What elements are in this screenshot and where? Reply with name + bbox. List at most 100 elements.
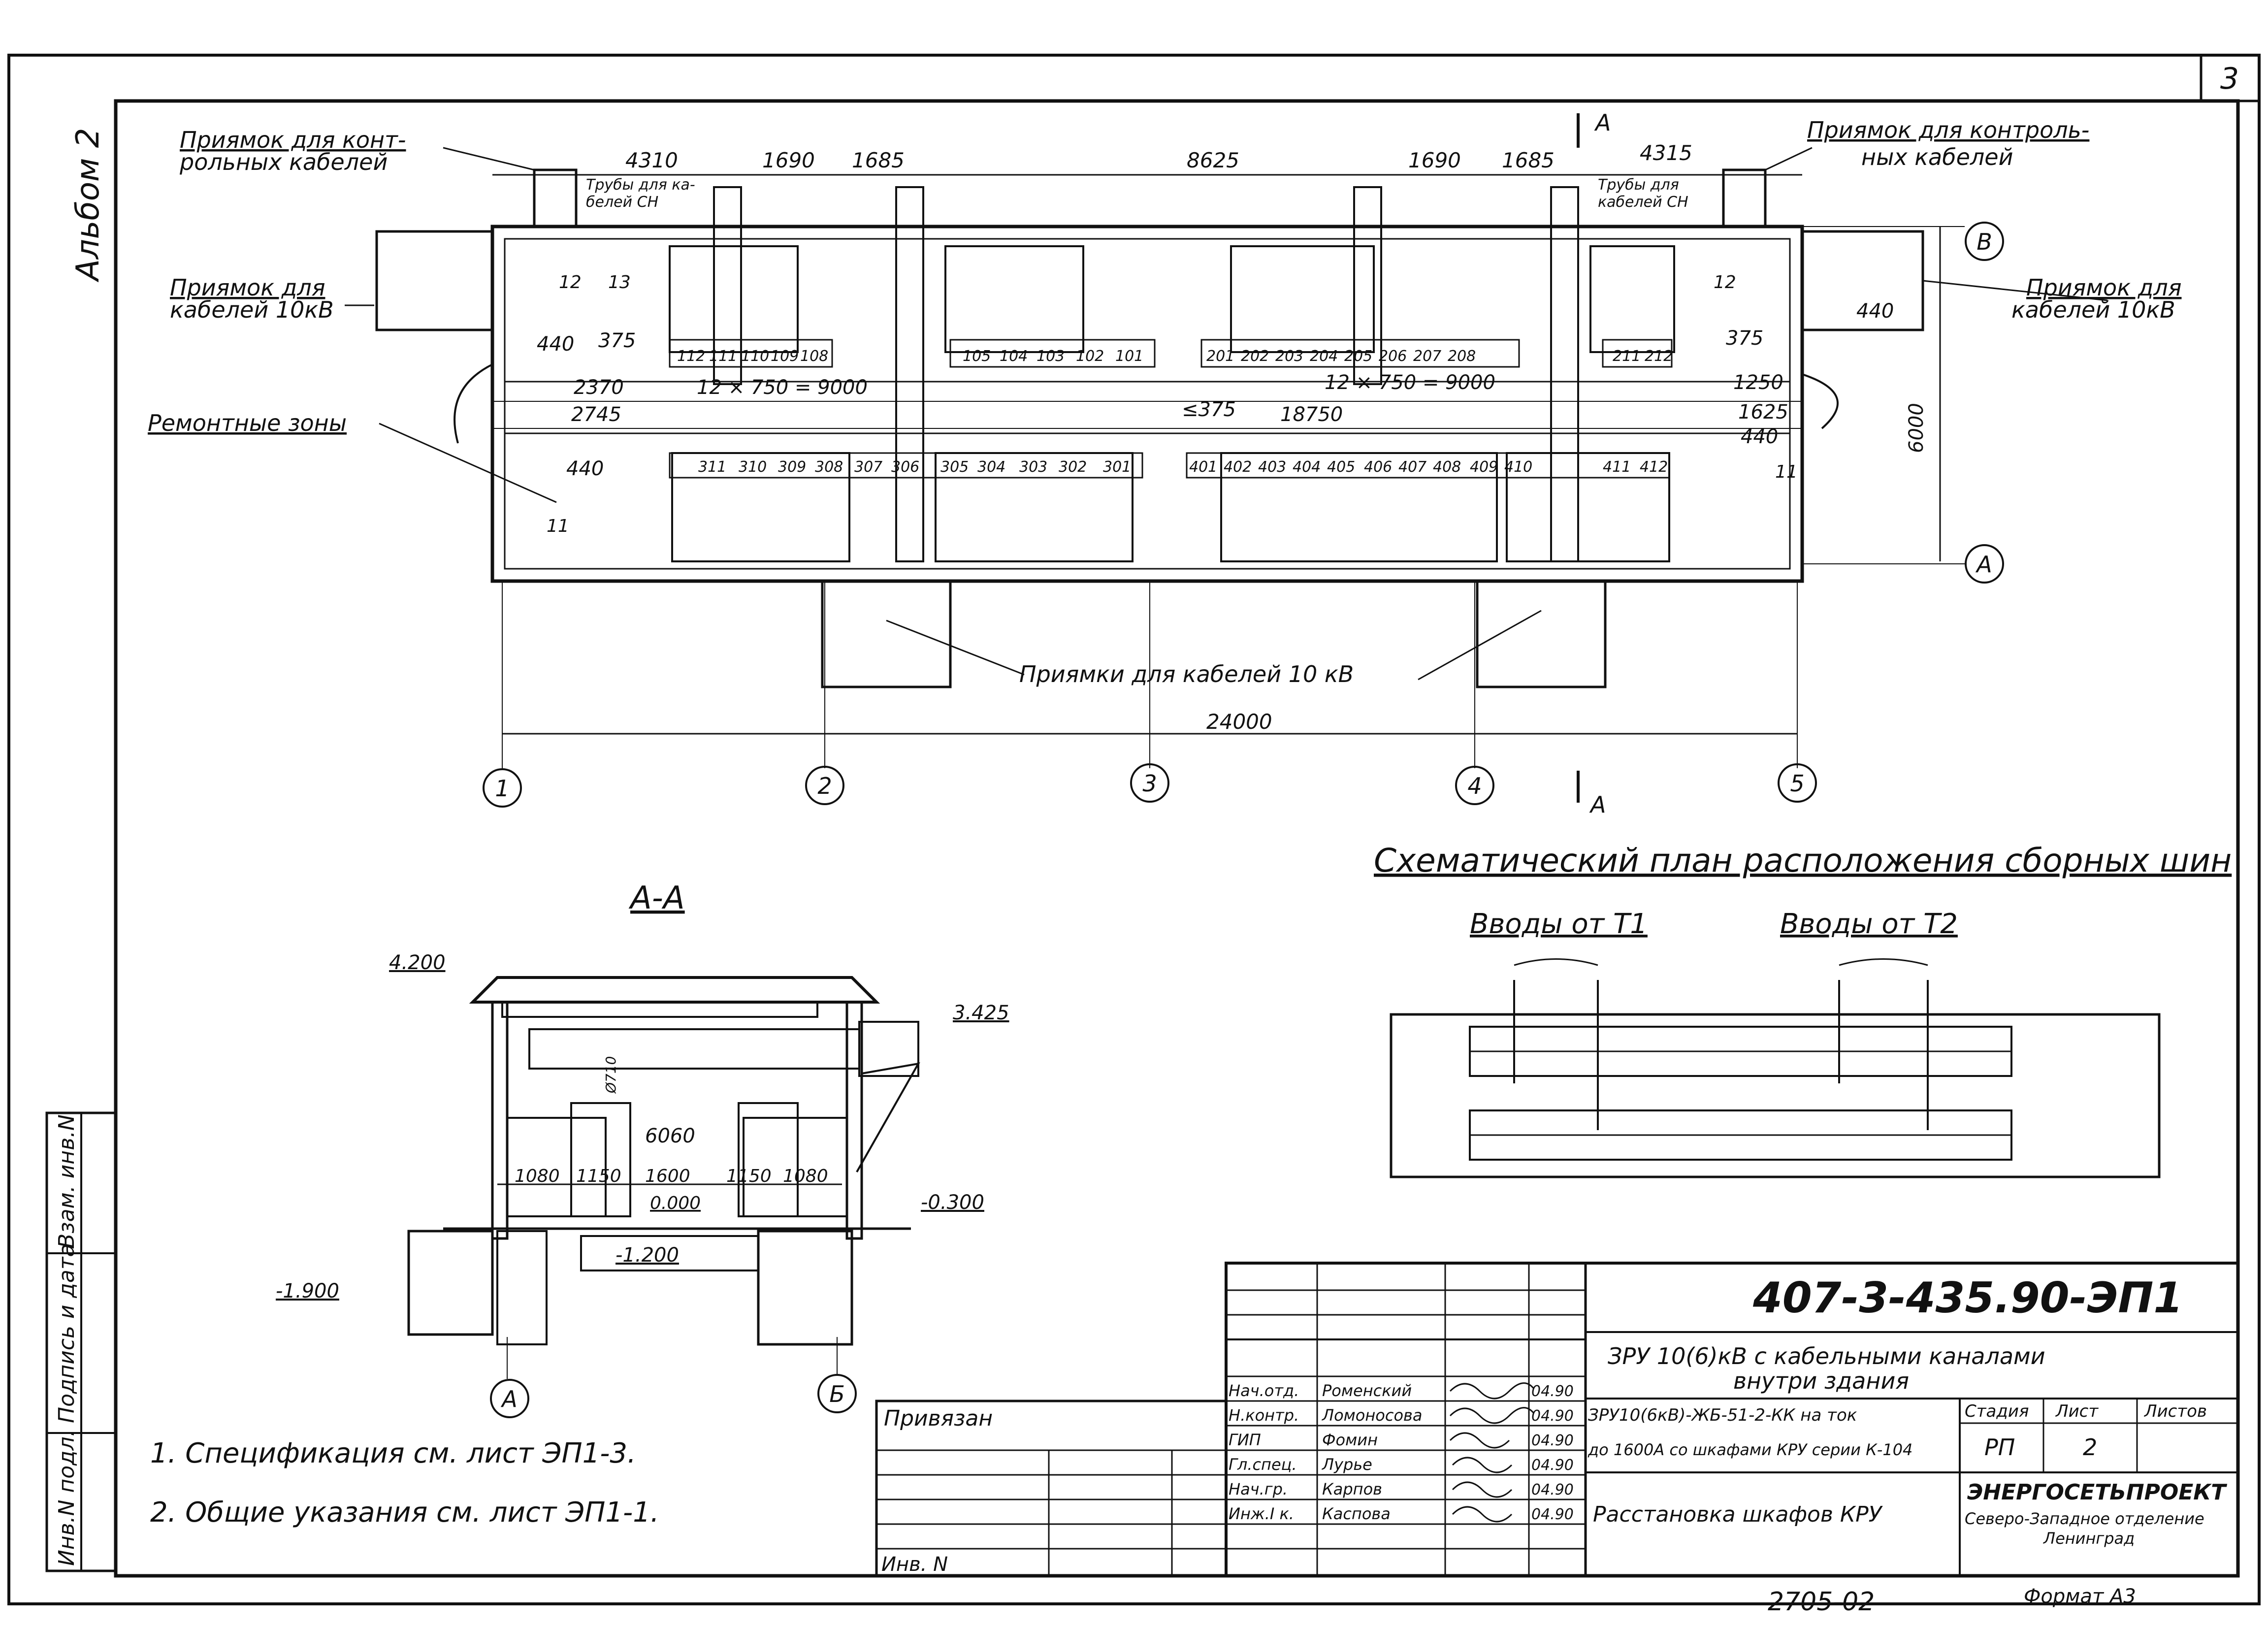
pit-10kv-bottom-left bbox=[821, 580, 952, 688]
axis-5: 5 bbox=[1790, 770, 1804, 797]
signature-3 bbox=[1452, 1457, 1513, 1473]
tb-desc-1: ЗРУ10(6кВ)-ЖБ-51-2-КК на ток bbox=[1588, 1405, 1857, 1425]
cell-103: 103 bbox=[1037, 348, 1065, 365]
stamp-vzam-inv: Взам. инв.N bbox=[54, 1114, 79, 1248]
tb-name-2: Фомин bbox=[1322, 1431, 1378, 1449]
tb-name-4: Карпов bbox=[1322, 1480, 1382, 1498]
tb-sheet: 2 bbox=[2083, 1434, 2097, 1461]
dim-6060: 6060 bbox=[645, 1125, 695, 1147]
section-roof bbox=[469, 976, 880, 1004]
dim-d710: Ø710 bbox=[603, 1056, 619, 1094]
cell-208: 208 bbox=[1448, 348, 1476, 365]
cell-102: 102 bbox=[1076, 348, 1104, 365]
cell-306: 306 bbox=[891, 458, 919, 476]
axis-v: В bbox=[1976, 228, 1992, 255]
pipe-col-4 bbox=[1550, 186, 1579, 562]
elev-3425: 3.425 bbox=[953, 1002, 1009, 1024]
section-mark-top: А bbox=[1594, 109, 1611, 136]
signature-1 bbox=[1449, 1407, 1535, 1424]
dim-4315: 4315 bbox=[1640, 141, 1692, 165]
dim-1690-right: 1690 bbox=[1408, 148, 1461, 172]
label-pipes-right-2: кабелей СН bbox=[1598, 194, 1688, 211]
section-axis-a: А bbox=[500, 1386, 517, 1412]
cell-408: 408 bbox=[1433, 458, 1461, 476]
album-label: Альбом 2 bbox=[70, 128, 106, 283]
dim-440-upper-right: 440 bbox=[1856, 300, 1894, 323]
dim-1080-right: 1080 bbox=[783, 1166, 828, 1186]
item-12-left: 12 bbox=[559, 272, 582, 293]
dim-1250: 1250 bbox=[1733, 371, 1783, 394]
cell-201: 201 bbox=[1206, 348, 1234, 365]
cell-206: 206 bbox=[1379, 348, 1407, 365]
schematic-title: Схематический план расположения сборных … bbox=[1374, 842, 2232, 879]
dim-6000: 6000 bbox=[1905, 403, 1928, 453]
label-pipes-left-2: белей СН bbox=[586, 194, 658, 211]
dim-375-left: 375 bbox=[598, 329, 636, 352]
tb-name-5: Каспова bbox=[1322, 1504, 1391, 1523]
axis-a: А bbox=[1975, 551, 1992, 578]
item-13: 13 bbox=[608, 272, 631, 293]
tb-org-3: Ленинград bbox=[2043, 1529, 2135, 1548]
stamp-sign-date: Подпись и дата bbox=[54, 1244, 79, 1423]
pipe-col-3 bbox=[1353, 186, 1382, 385]
cell-108: 108 bbox=[800, 348, 828, 365]
pit-10kv-bottom-right bbox=[1476, 580, 1607, 688]
cell-110: 110 bbox=[741, 348, 769, 365]
section-title: А-А bbox=[628, 880, 685, 916]
stamp-inv-podl: Инв.N подл. bbox=[54, 1430, 79, 1566]
side-stamp: Инв.N подл. Подпись и дата Взам. инв.N bbox=[45, 1111, 117, 1572]
cell-112: 112 bbox=[677, 348, 705, 365]
cell-307: 307 bbox=[854, 458, 882, 476]
cell-101: 101 bbox=[1115, 348, 1143, 365]
label-pit-10kv-right-2: кабелей 10кВ bbox=[2011, 296, 2175, 323]
section-view: А-А 4.200 3.425 0.000 -0.300 -1.200 -1.9… bbox=[276, 880, 1009, 1418]
pipe-col-1 bbox=[713, 186, 742, 385]
tb-date-0: 04.90 bbox=[1531, 1383, 1574, 1400]
cell-411: 411 bbox=[1603, 458, 1631, 476]
label-pit-control-right-1: Приямок для контроль- bbox=[1807, 117, 2089, 143]
signature-5 bbox=[1452, 1506, 1513, 1523]
tb-desc-2: до 1600А со шкафами КРУ серии К-104 bbox=[1588, 1440, 1912, 1459]
axis-3: 3 bbox=[1142, 770, 1157, 797]
title-block: Привязан Инв. N 407-3-435.90-ЭП1 ЗРУ 10(… bbox=[875, 1262, 2239, 1577]
label-pit-10kv-left-1: Приямок для bbox=[170, 274, 325, 301]
note-2: 2. Общие указания см. лист ЭП1-1. bbox=[150, 1497, 659, 1529]
cell-203: 203 bbox=[1275, 348, 1303, 365]
signature-4 bbox=[1452, 1481, 1513, 1498]
label-repair-zones: Ремонтные зоны bbox=[148, 410, 347, 436]
dim-1690-left: 1690 bbox=[762, 148, 815, 172]
elev-m1200: -1.200 bbox=[616, 1244, 679, 1267]
repair-zone-door-right bbox=[1802, 373, 1839, 429]
tb-name-3: Лурье bbox=[1322, 1455, 1372, 1474]
tb-org-1: ЭНЕРГОСЕТЬПРОЕКТ bbox=[1967, 1480, 2227, 1505]
label-pit-control-right-2: ных кабелей bbox=[1861, 144, 2013, 170]
pit-control-right bbox=[1722, 168, 1767, 228]
elev-m1900: -1.900 bbox=[276, 1280, 339, 1302]
dim-440-lower-left: 440 bbox=[566, 457, 604, 480]
signature-0 bbox=[1449, 1382, 1535, 1400]
label-pit-10kv-right-1: Приямок для bbox=[2026, 274, 2182, 301]
dim-2370: 2370 bbox=[574, 376, 624, 399]
label-pit-10kv-left-2: кабелей 10кВ bbox=[170, 296, 334, 323]
cell-302: 302 bbox=[1059, 458, 1087, 476]
cabinets-top-row bbox=[669, 245, 1675, 368]
cell-311: 311 bbox=[698, 458, 726, 476]
axis-1: 1 bbox=[495, 775, 509, 802]
dim-1685-left: 1685 bbox=[852, 148, 905, 172]
tb-sheets-h: Листов bbox=[2143, 1401, 2207, 1421]
tb-role-0: Нач.отд. bbox=[1229, 1381, 1299, 1400]
schematic-frame bbox=[1390, 1013, 2161, 1178]
cell-304: 304 bbox=[977, 458, 1005, 476]
dim-1150-right: 1150 bbox=[726, 1166, 772, 1186]
label-pipes-right-1: Трубы для bbox=[1598, 176, 1679, 194]
cell-205: 205 bbox=[1344, 348, 1372, 365]
cell-303: 303 bbox=[1019, 458, 1047, 476]
label-pit-control-left-2: рольных кабелей bbox=[179, 149, 388, 175]
cell-104: 104 bbox=[1000, 348, 1028, 365]
sheet-outer-border bbox=[7, 54, 2261, 1605]
elev-4200: 4.200 bbox=[389, 951, 446, 974]
label-pits-bottom: Приямки для кабелей 10 кВ bbox=[1019, 661, 1354, 687]
cell-412: 412 bbox=[1640, 458, 1668, 476]
dim-12x750-right: 12 × 750 = 9000 bbox=[1325, 371, 1495, 394]
